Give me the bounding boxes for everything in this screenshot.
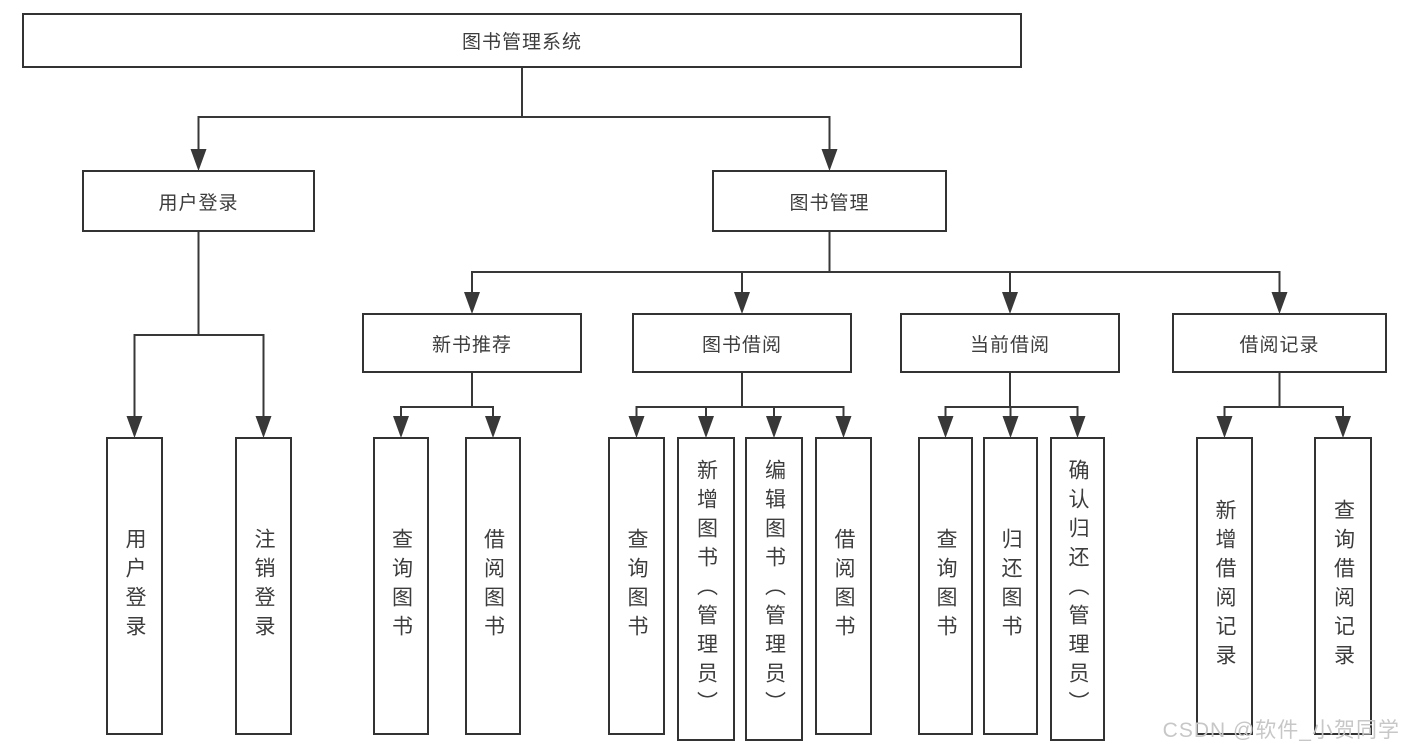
node-leaf-borrow-books-rec: 借阅图书 — [465, 437, 521, 735]
node-book-borrowing: 图书借阅 — [632, 313, 852, 373]
node-label: 图书管理 — [789, 192, 870, 214]
node-label: 注销登录 — [252, 528, 275, 644]
node-label: 新书推荐 — [431, 334, 512, 356]
node-leaf-add-books: 新增图书（管理员） — [677, 437, 735, 741]
node-leaf-add-borrow-record: 新增借阅记录 — [1196, 437, 1253, 735]
node-leaf-query-books-rec: 查询图书 — [373, 437, 429, 735]
node-label: 当前借阅 — [969, 334, 1050, 356]
node-current-borrowing: 当前借阅 — [900, 313, 1120, 373]
node-label: 借阅记录 — [1239, 334, 1320, 356]
node-borrowing-records: 借阅记录 — [1172, 313, 1387, 373]
node-label: 查询借阅记录 — [1331, 499, 1355, 673]
node-new-book-recommend: 新书推荐 — [362, 313, 582, 373]
node-book-management: 图书管理 — [712, 170, 947, 232]
node-label: 图书借阅 — [701, 334, 782, 356]
node-label: 编辑图书（管理员） — [762, 458, 786, 720]
node-label: 新增借阅记录 — [1213, 499, 1236, 673]
node-label: 查询图书 — [389, 528, 413, 644]
node-leaf-confirm-return: 确认归还（管理员） — [1050, 437, 1105, 741]
node-label: 新增图书（管理员） — [694, 458, 718, 720]
node-label: 借阅图书 — [481, 528, 505, 644]
node-label: 借阅图书 — [832, 528, 855, 644]
node-user-login: 用户登录 — [82, 170, 315, 232]
node-label: 用户登录 — [158, 192, 239, 214]
node-leaf-query-books-bor: 查询图书 — [608, 437, 665, 735]
node-label: 用户登录 — [123, 528, 146, 644]
node-label: 查询图书 — [934, 528, 957, 644]
node-leaf-logout: 注销登录 — [235, 437, 292, 735]
node-leaf-user-login: 用户登录 — [106, 437, 163, 735]
node-leaf-query-books-cur: 查询图书 — [918, 437, 973, 735]
node-label: 归还图书 — [999, 528, 1022, 644]
node-label: 确认归还（管理员） — [1066, 458, 1089, 720]
node-label: 查询图书 — [625, 528, 648, 644]
node-leaf-borrow-books: 借阅图书 — [815, 437, 872, 735]
node-root: 图书管理系统 — [22, 13, 1022, 68]
node-leaf-return-books: 归还图书 — [983, 437, 1038, 735]
node-leaf-edit-books: 编辑图书（管理员） — [745, 437, 803, 741]
node-label: 图书管理系统 — [461, 32, 582, 53]
node-leaf-query-borrow-record: 查询借阅记录 — [1314, 437, 1372, 735]
